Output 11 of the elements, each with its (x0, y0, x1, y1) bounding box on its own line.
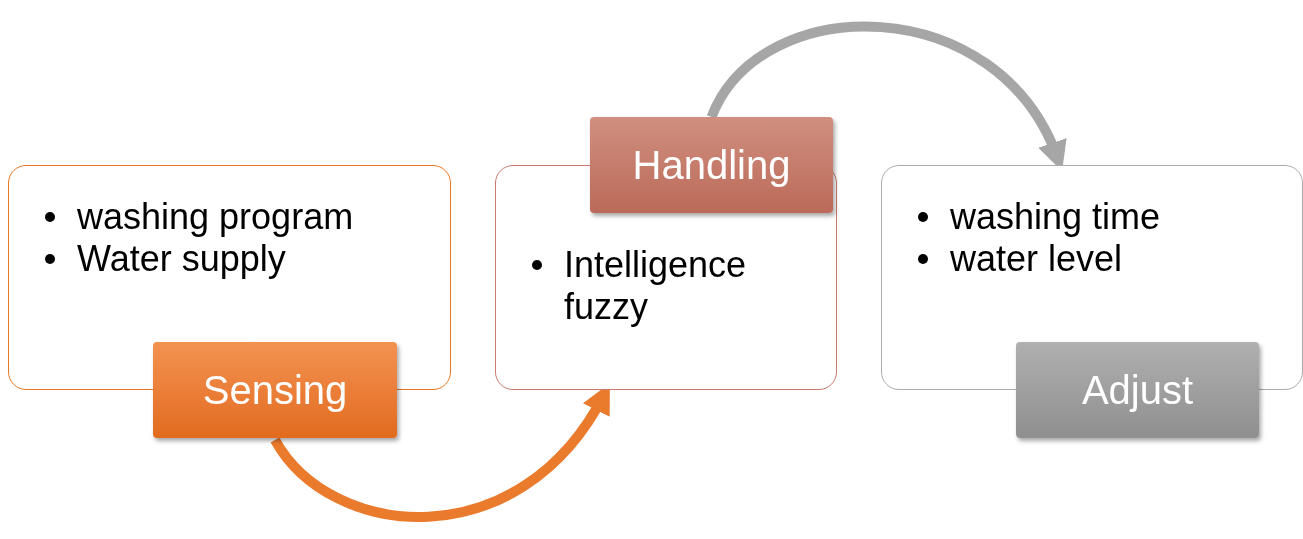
bullet-text: washing time (950, 196, 1161, 238)
bullet-text: water level (950, 238, 1123, 280)
bullet-text: Water supply (77, 238, 286, 280)
bullet-text: washing program (77, 196, 354, 238)
stage-label: Adjust (1081, 367, 1194, 414)
stage-label-box (590, 117, 833, 213)
stage-label: Sensing (202, 367, 348, 414)
stage-label: Handling (632, 142, 791, 189)
stage-label-box (153, 342, 397, 438)
stage-label-box (1016, 342, 1259, 438)
bullet-text: Intelligence fuzzy (564, 244, 748, 328)
